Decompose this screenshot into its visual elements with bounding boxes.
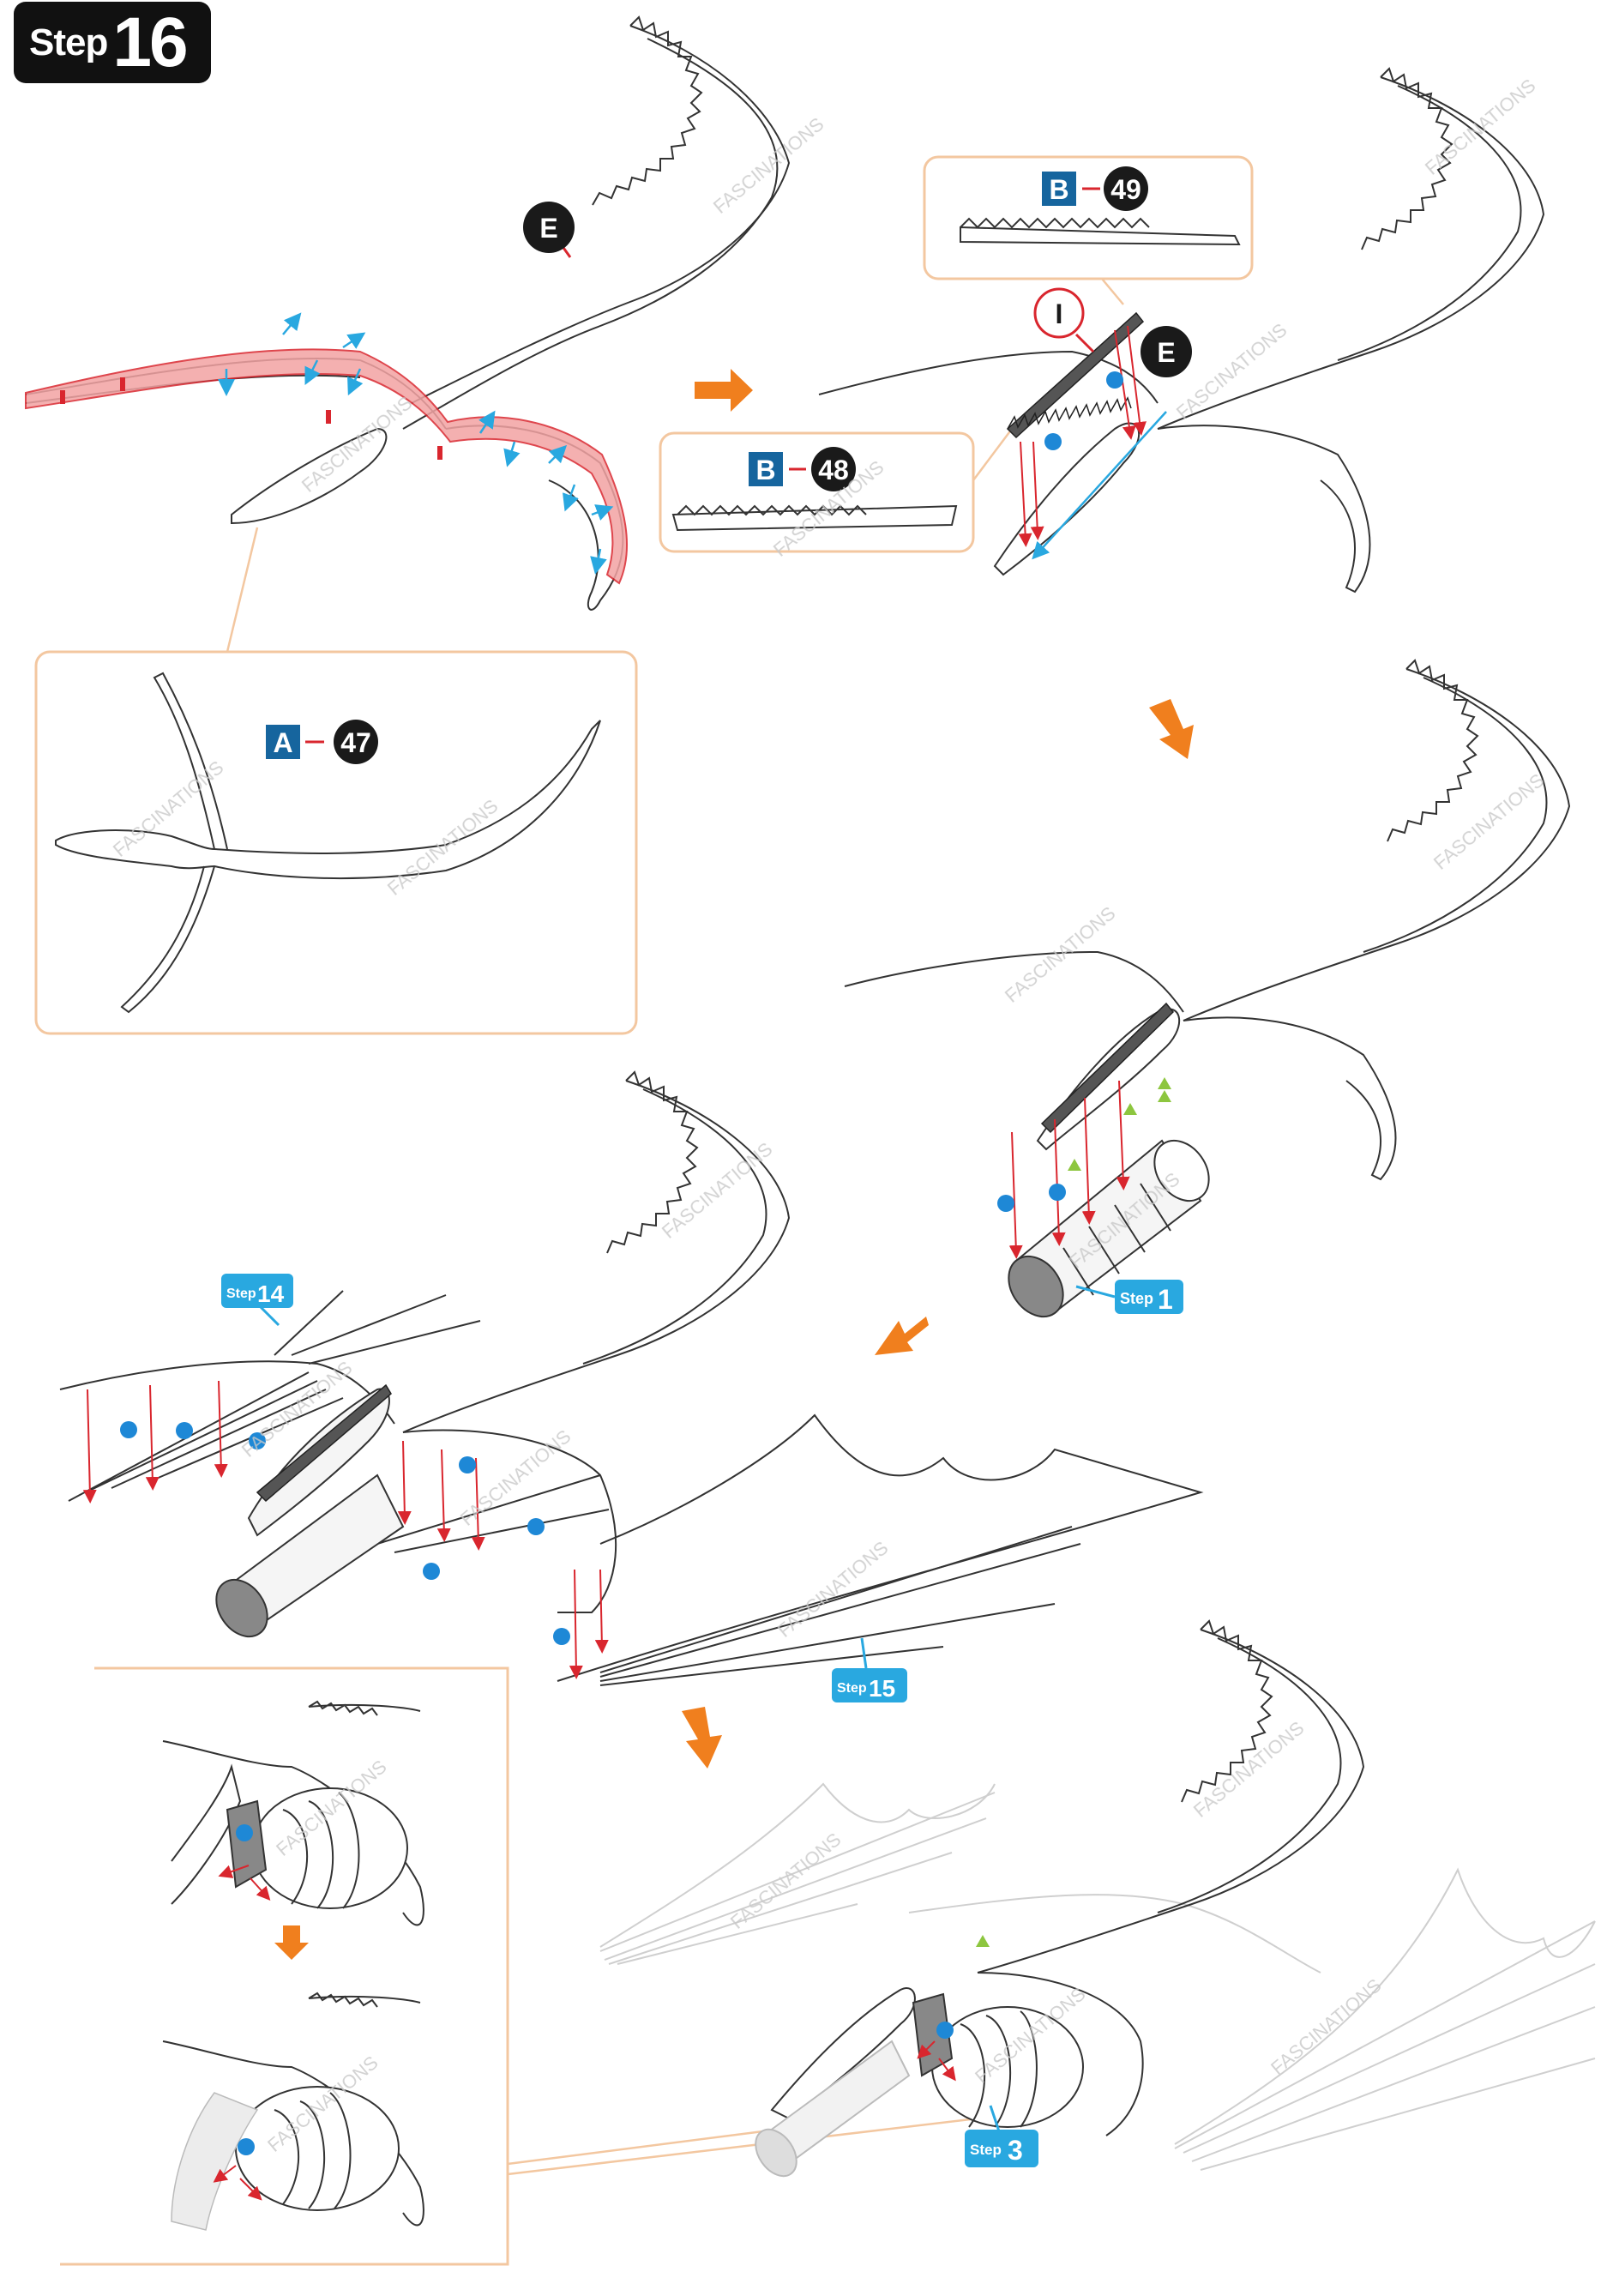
tail-spikes: [592, 15, 703, 206]
blue-dot: [997, 1195, 1014, 1212]
part-e-callout-p1: E: [523, 202, 575, 258]
inset-bottom-head: [171, 2092, 259, 2231]
inset-leader-1: [507, 2130, 764, 2166]
svg-text:B: B: [755, 455, 775, 485]
inset-top-gray-tab: [226, 1799, 268, 1889]
b48-detail-box: [659, 431, 975, 553]
tail-spine-upper: [411, 25, 791, 404]
svg-text:14: 14: [257, 1281, 285, 1307]
svg-text:47: 47: [340, 727, 371, 758]
tail-spine-lower: [402, 38, 779, 430]
final-dragon: [770, 1619, 1365, 2136]
final-wings-faded: [599, 1782, 1596, 2171]
blue-dot: [936, 2022, 954, 2039]
svg-text:FASCINATIONS: FASCINATIONS: [456, 1425, 575, 1530]
svg-text:3: 3: [1008, 2135, 1023, 2166]
red-tabs-p1: [60, 377, 442, 460]
blue-dot: [238, 2138, 255, 2155]
inset-top-body: [162, 1700, 424, 1926]
part-b-49-shape: [960, 217, 1241, 246]
svg-text:FASCINATIONS: FASCINATIONS: [1189, 1717, 1308, 1822]
svg-text:Step: Step: [837, 1681, 867, 1696]
pink-strip: [25, 348, 628, 585]
b48-leader: [972, 428, 1013, 481]
inset-bottom-red-arrows: [213, 2165, 262, 2201]
step14-tag: Step 14: [221, 1274, 293, 1327]
green-marker: [976, 1935, 990, 1947]
b-parts-attached-p3: [1040, 1002, 1175, 1134]
part-e-callout-p2: E: [1141, 326, 1192, 377]
inset-leader-2: [507, 2117, 978, 2176]
step-title-badge: Step 16: [14, 2, 211, 83]
svg-text:B: B: [1049, 174, 1068, 205]
step1-tag: Step 1: [1075, 1280, 1183, 1315]
orange-arrow-small-down: [274, 1925, 309, 1960]
orange-arrow-down-1: [1149, 699, 1194, 759]
svg-text:Step: Step: [970, 2142, 1002, 2158]
head-frame: [231, 427, 388, 525]
step-number: 16: [112, 3, 188, 81]
svg-text:1: 1: [1158, 1284, 1173, 1315]
svg-text:FASCINATIONS: FASCINATIONS: [1421, 75, 1539, 179]
blue-fold-arrows-p1: [218, 312, 614, 575]
blue-dot: [1044, 433, 1062, 450]
svg-text:I: I: [1056, 298, 1063, 329]
svg-text:15: 15: [869, 1675, 895, 1702]
part-b-48-label: B 48: [749, 447, 856, 491]
a47-leader: [226, 527, 259, 653]
svg-text:FASCINATIONS: FASCINATIONS: [1172, 319, 1291, 424]
green-markers-p3: [1068, 1077, 1171, 1171]
step3-tag: Step 3: [965, 2105, 1038, 2167]
svg-text:FASCINATIONS: FASCINATIONS: [1429, 769, 1548, 874]
svg-text:49: 49: [1110, 174, 1141, 205]
part-a-47-label: A 47: [266, 720, 378, 764]
svg-text:A: A: [273, 727, 292, 758]
svg-text:E: E: [1157, 337, 1175, 368]
part-i-callout: I: [1033, 287, 1095, 353]
svg-text:FASCINATIONS: FASCINATIONS: [726, 1829, 845, 1933]
orange-arrow-down-left: [875, 1317, 929, 1355]
svg-text:E: E: [539, 213, 557, 244]
body-cylinder-step1: [1008, 1139, 1210, 1318]
svg-text:FASCINATIONS: FASCINATIONS: [298, 392, 416, 497]
svg-text:Step: Step: [1120, 1290, 1153, 1307]
blue-dot: [236, 1824, 253, 1841]
inset-top-red-arrows: [218, 1865, 271, 1901]
final-red-arrows: [917, 2040, 956, 2082]
step-word: Step: [29, 21, 108, 63]
blue-guide-p2: [1032, 411, 1167, 560]
orange-arrow-right-1: [695, 369, 753, 412]
svg-text:FASCINATIONS: FASCINATIONS: [658, 1138, 776, 1243]
svg-text:FASCINATIONS: FASCINATIONS: [1267, 1974, 1385, 2079]
head-and-body-p4: [215, 1383, 405, 1638]
blue-dots-p4: [120, 1421, 570, 1645]
orange-arrow-down-2: [682, 1707, 722, 1769]
inset-box: [60, 1666, 509, 2266]
blue-dot: [1049, 1184, 1066, 1201]
part-b-48-shape: [671, 504, 958, 532]
panel-4-frame: [59, 1070, 1204, 1686]
step15-tag: Step 15: [832, 1637, 907, 1702]
svg-text:FASCINATIONS: FASCINATIONS: [773, 1537, 892, 1642]
red-guides-p2: [1018, 325, 1147, 547]
svg-text:FASCINATIONS: FASCINATIONS: [1001, 902, 1119, 1007]
b49-leader: [1101, 278, 1124, 305]
part-b-49-label: B 49: [1042, 166, 1148, 211]
red-guides-p3: [1008, 1080, 1130, 1259]
final-neck-end: [755, 2128, 797, 2178]
red-guides-p4: [82, 1380, 609, 1679]
b49-detail-box: [923, 155, 1254, 280]
blue-dot: [1106, 371, 1123, 389]
svg-text:48: 48: [818, 455, 849, 485]
panel-2-frame: [818, 67, 1545, 594]
part-a-47-shape: [55, 672, 601, 1014]
panel-3-frame: [844, 659, 1571, 1181]
svg-text:Step: Step: [226, 1287, 256, 1301]
